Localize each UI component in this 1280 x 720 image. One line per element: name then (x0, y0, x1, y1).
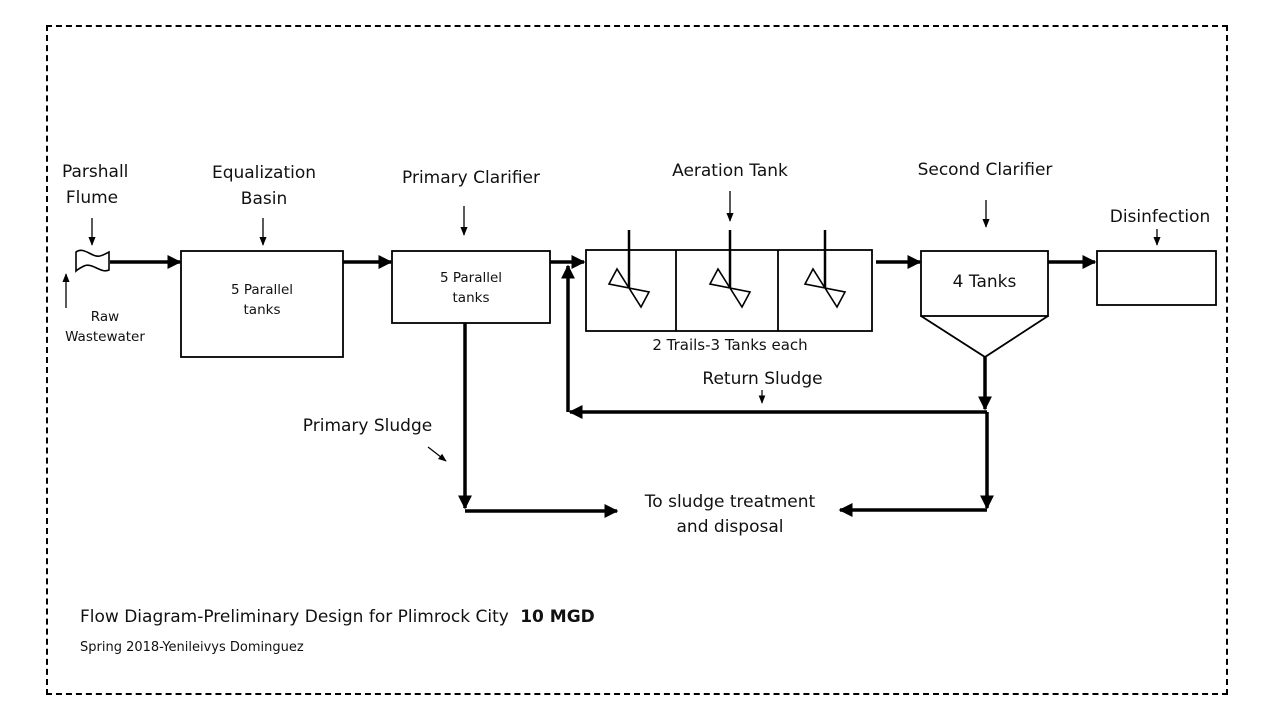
primary-clarifier-content: 5 Parallel tanks (392, 270, 550, 307)
aeration-tank-caption: 2 Trails-3 Tanks each (652, 336, 808, 354)
aeration-tank-group (585, 230, 873, 332)
parshall-flume-symbol (75, 249, 110, 273)
footer-subtitle: Spring 2018-Yenileivys Dominguez (80, 640, 304, 655)
mixer-impeller-icon (607, 267, 651, 309)
equalization-basin-content: 5 Parallel tanks (181, 282, 343, 319)
sludge-destination-line2: and disposal (676, 517, 784, 538)
footer-title: Flow Diagram-Preliminary Design for Plim… (80, 607, 595, 627)
footer-title-text: Flow Diagram-Preliminary Design for Plim… (80, 607, 509, 627)
mixer-impeller-icon (708, 267, 752, 309)
mixer-impeller-icon (803, 267, 847, 309)
primary-clarifier-content-line2: tanks (452, 289, 490, 306)
second-clarifier-hopper (920, 315, 1049, 359)
parshall-flume-label-line2: Flume (65, 188, 119, 209)
disinfection-box (1096, 250, 1217, 306)
primary-sludge-label: Primary Sludge (302, 416, 433, 436)
second-clarifier-label: Second Clarifier (917, 160, 1053, 180)
aeration-tank-label: Aeration Tank (672, 161, 788, 181)
primary-clarifier-content-line1: 5 Parallel (439, 270, 503, 286)
parshall-flume-label-line1: Parshall (62, 162, 129, 182)
equalization-basin-box (180, 250, 344, 358)
equalization-basin-label-line2: Basin (240, 189, 288, 210)
raw-wastewater-label-line1: Raw (90, 309, 120, 325)
equalization-basin-label: Equalization Basin (196, 163, 332, 211)
disinfection-label: Disinfection (1109, 207, 1211, 227)
parshall-flume-label: Parshall Flume (62, 162, 129, 210)
primary-clarifier-box (391, 250, 551, 324)
footer-capacity: 10 MGD (520, 607, 595, 627)
raw-wastewater-label-line2: Wastewater (65, 328, 145, 345)
sludge-destination-label: To sludge treatment and disposal (628, 492, 832, 539)
equalization-content-line1: 5 Parallel (230, 282, 294, 298)
sludge-destination-line1: To sludge treatment (644, 492, 816, 512)
return-sludge-label: Return Sludge (702, 369, 823, 389)
raw-wastewater-label: Raw Wastewater (50, 309, 160, 346)
second-clarifier-content: 4 Tanks (952, 272, 1017, 292)
equalization-content-line2: tanks (243, 301, 281, 318)
equalization-basin-label-line1: Equalization (211, 163, 317, 183)
primary-sludge-pointer-arrow (427, 446, 447, 462)
second-clarifier-box (920, 250, 1049, 317)
primary-clarifier-label: Primary Clarifier (402, 168, 540, 188)
dashed-border-frame (46, 25, 1228, 695)
